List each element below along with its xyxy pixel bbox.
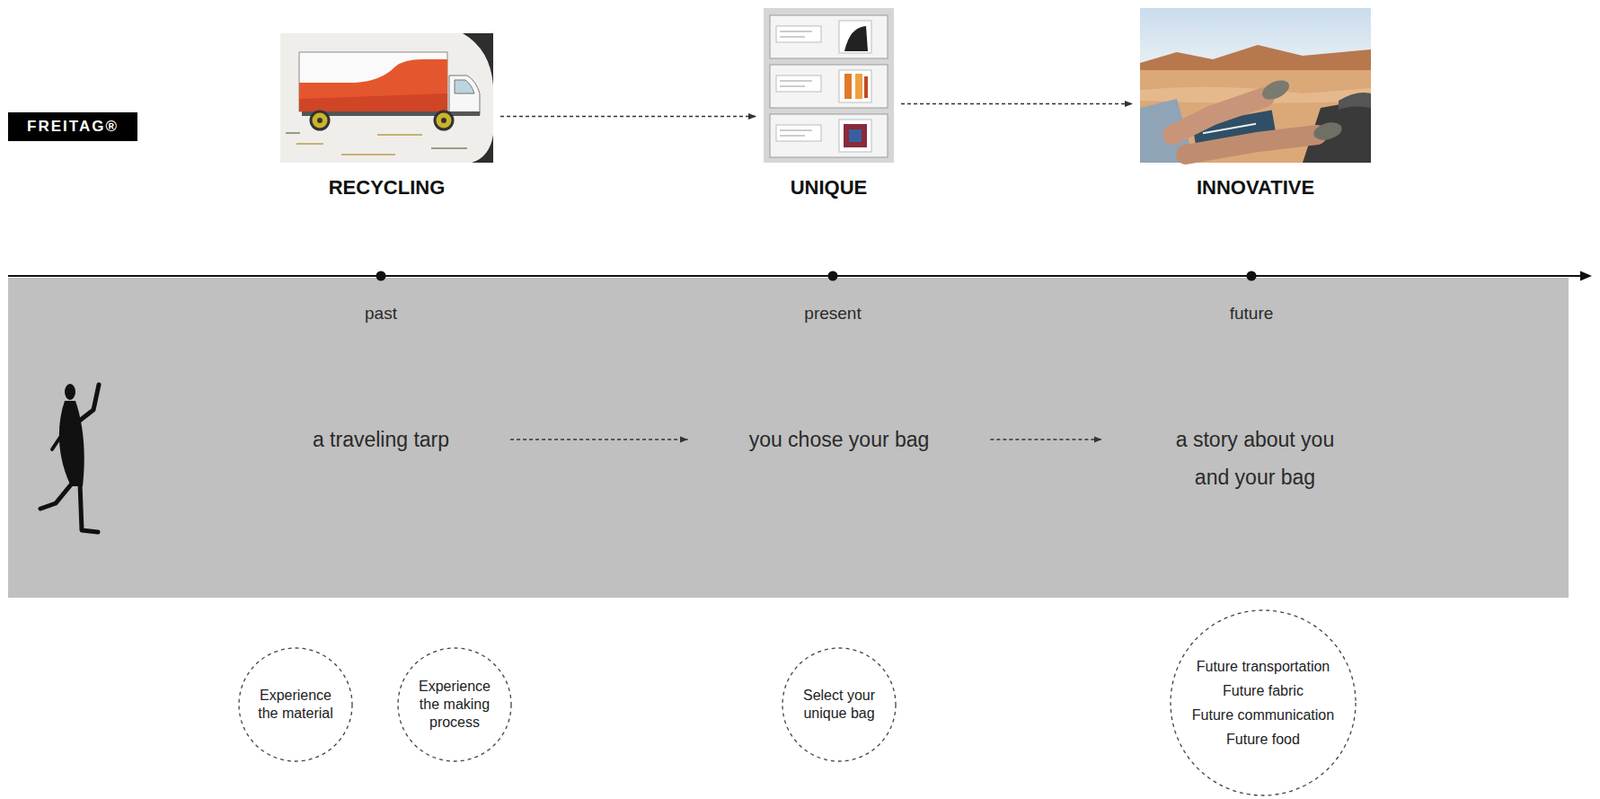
timeline-dot (828, 271, 839, 282)
circle-outline-frame (1169, 609, 1357, 796)
dashed-arrow (500, 115, 757, 117)
picture-caption: UNIQUE (763, 176, 894, 200)
axis-arrowhead (1580, 271, 1592, 282)
time-label-holder: present (742, 302, 923, 325)
logo-text: FREITAG® (26, 117, 119, 136)
circle-text: Future fabric (1192, 678, 1335, 703)
timeline-axis (8, 274, 1583, 277)
picture-card: RECYCLING (280, 33, 494, 200)
stage-phrase: a story about you and your bag (1163, 420, 1348, 496)
desert-picture (1140, 8, 1371, 163)
brand-logo: FREITAG® (8, 112, 138, 142)
stage-phrase: you chose your bag (749, 420, 930, 459)
circle-text-holder: Select your unique bag (794, 686, 884, 723)
circle-text: Future communication (1192, 702, 1335, 727)
circle-outline-frame (781, 646, 897, 762)
time-label-holder: future (1161, 302, 1342, 325)
dashed-circle: Experience the making process (397, 646, 513, 762)
circle-outline (238, 647, 353, 761)
dashed-arrow (510, 438, 689, 440)
circle-outline (782, 647, 896, 761)
dashed-circle: Select your unique bag (781, 646, 897, 762)
circle-outline (397, 647, 512, 761)
stage-text: a traveling tarp (258, 416, 504, 462)
drawer-picture (763, 8, 894, 163)
dashed-circle: Experience the material (238, 646, 354, 762)
stage-text: a story about you and your bag (1109, 416, 1402, 500)
band-fill (8, 277, 1569, 598)
circle-text: Experience the making process (409, 677, 500, 732)
dashed-arrow (901, 103, 1133, 105)
circle-text: Future transportation (1192, 654, 1335, 679)
circle-text: Future food (1192, 726, 1335, 752)
picture-caption: RECYCLING (280, 176, 494, 200)
picture-card: UNIQUE (763, 8, 894, 200)
circle-text: Experience the material (250, 686, 341, 723)
timeline-dot (1246, 271, 1257, 282)
circle-text-holder: Experience the material (250, 686, 341, 723)
dashed-arrow (990, 438, 1102, 440)
time-label: present (742, 302, 923, 325)
time-label: past (291, 302, 471, 325)
walking-figure (40, 383, 99, 532)
circle-text-holder: Future transportationFuture fabricFuture… (1192, 654, 1335, 752)
dashed-circle: Future transportationFuture fabricFuture… (1169, 609, 1357, 796)
picture-caption: INNOVATIVE (1140, 176, 1371, 200)
timeline-dot (376, 271, 387, 282)
stage-text: you chose your bag (695, 416, 984, 462)
time-label-holder: past (291, 302, 471, 325)
circle-text: Select your unique bag (794, 686, 884, 723)
time-label: future (1161, 302, 1342, 325)
stage-phrase: a traveling tarp (312, 420, 450, 459)
circle-text-holder: Experience the making process (409, 677, 500, 732)
circle-outline (1170, 609, 1356, 796)
truck-picture (280, 33, 494, 163)
timeline-band: past present future a traveling tarp you cho… (8, 277, 1569, 598)
picture-card: INNOVATIVE (1140, 8, 1371, 200)
circle-outline-frame (238, 646, 354, 762)
